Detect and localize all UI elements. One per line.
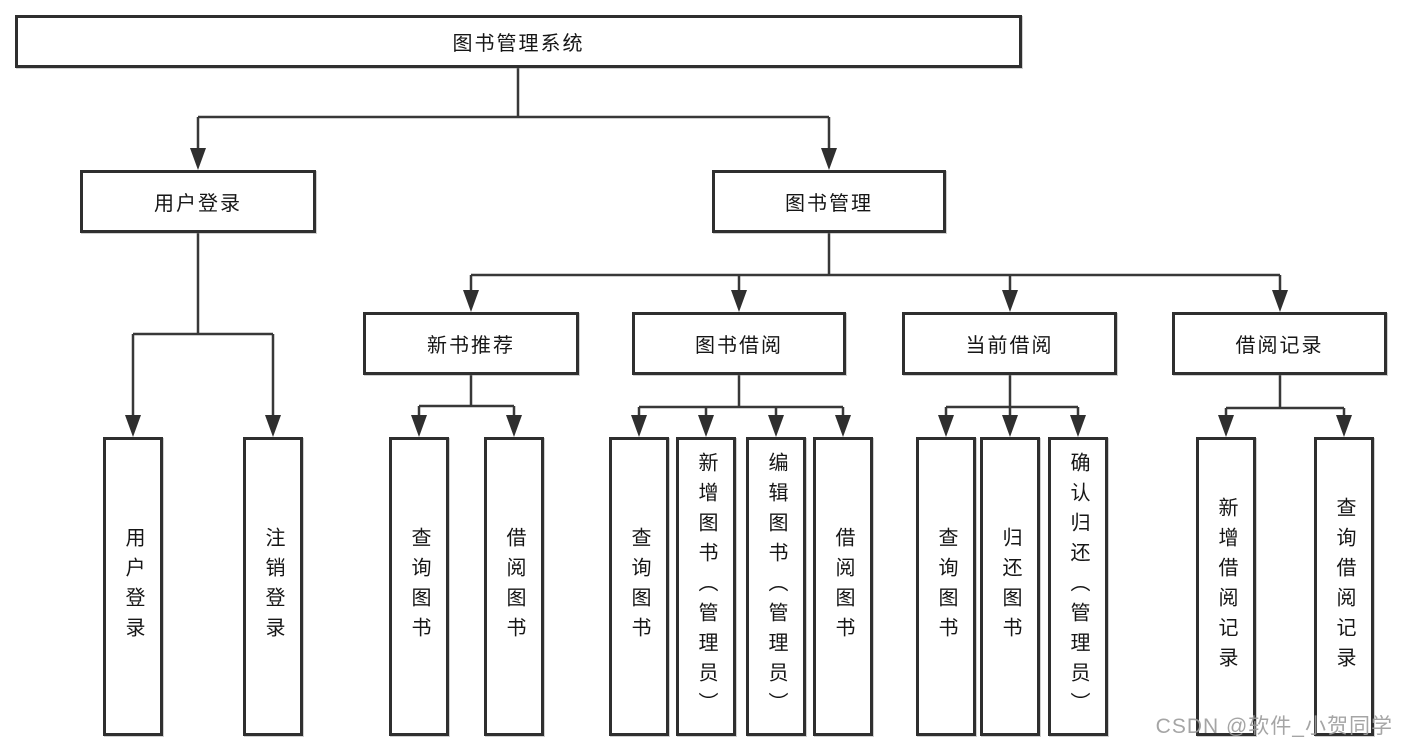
node-label: 查询图书 <box>628 526 650 647</box>
leaf-query-book-3: 查询图书 <box>916 437 976 736</box>
node-label: 编辑图书（管理员） <box>765 451 787 722</box>
node-label: 借阅图书 <box>832 526 854 647</box>
node-label: 查询图书 <box>408 526 430 647</box>
node-label: 新增图书（管理员） <box>695 451 717 722</box>
leaf-edit-book-admin: 编辑图书（管理员） <box>746 437 806 736</box>
node-borrow-record: 借阅记录 <box>1172 312 1387 375</box>
node-user-login: 用户登录 <box>80 170 316 233</box>
node-label: 图书管理 <box>785 193 873 215</box>
leaf-return-book: 归还图书 <box>980 437 1040 736</box>
node-label: 查询图书 <box>935 526 957 647</box>
node-label: 借阅图书 <box>503 526 525 647</box>
node-book-management: 图书管理 <box>712 170 946 233</box>
leaf-add-book-admin: 新增图书（管理员） <box>676 437 736 736</box>
leaf-query-book-2: 查询图书 <box>609 437 669 736</box>
node-label: 查询借阅记录 <box>1333 496 1355 677</box>
leaf-borrow-book-1: 借阅图书 <box>484 437 544 736</box>
leaf-confirm-return-admin: 确认归还（管理员） <box>1048 437 1108 736</box>
node-label: 确认归还（管理员） <box>1067 451 1089 722</box>
arrowheads <box>125 148 1352 437</box>
node-label: 图书借阅 <box>695 335 783 357</box>
leaf-borrow-book-2: 借阅图书 <box>813 437 873 736</box>
leaf-logout: 注销登录 <box>243 437 303 736</box>
node-label: 新增借阅记录 <box>1215 496 1237 677</box>
node-current-borrow: 当前借阅 <box>902 312 1117 375</box>
node-label: 图书管理系统 <box>452 33 585 55</box>
node-label: 借阅记录 <box>1235 335 1324 357</box>
node-root: 图书管理系统 <box>15 15 1022 68</box>
node-label: 归还图书 <box>999 526 1021 647</box>
leaf-query-book-1: 查询图书 <box>389 437 449 736</box>
node-book-borrow: 图书借阅 <box>632 312 846 375</box>
node-label: 新书推荐 <box>427 335 515 357</box>
node-label: 用户登录 <box>122 526 144 647</box>
csdn-watermark: CSDN @软件_小贺同学 <box>1155 715 1393 738</box>
node-label: 用户登录 <box>154 193 242 215</box>
leaf-user-login: 用户登录 <box>103 437 163 736</box>
leaf-query-borrow-record: 查询借阅记录 <box>1314 437 1374 736</box>
node-new-book-recommend: 新书推荐 <box>363 312 579 375</box>
leaf-add-borrow-record: 新增借阅记录 <box>1196 437 1256 736</box>
node-label: 当前借阅 <box>965 335 1054 357</box>
node-label: 注销登录 <box>262 526 284 647</box>
